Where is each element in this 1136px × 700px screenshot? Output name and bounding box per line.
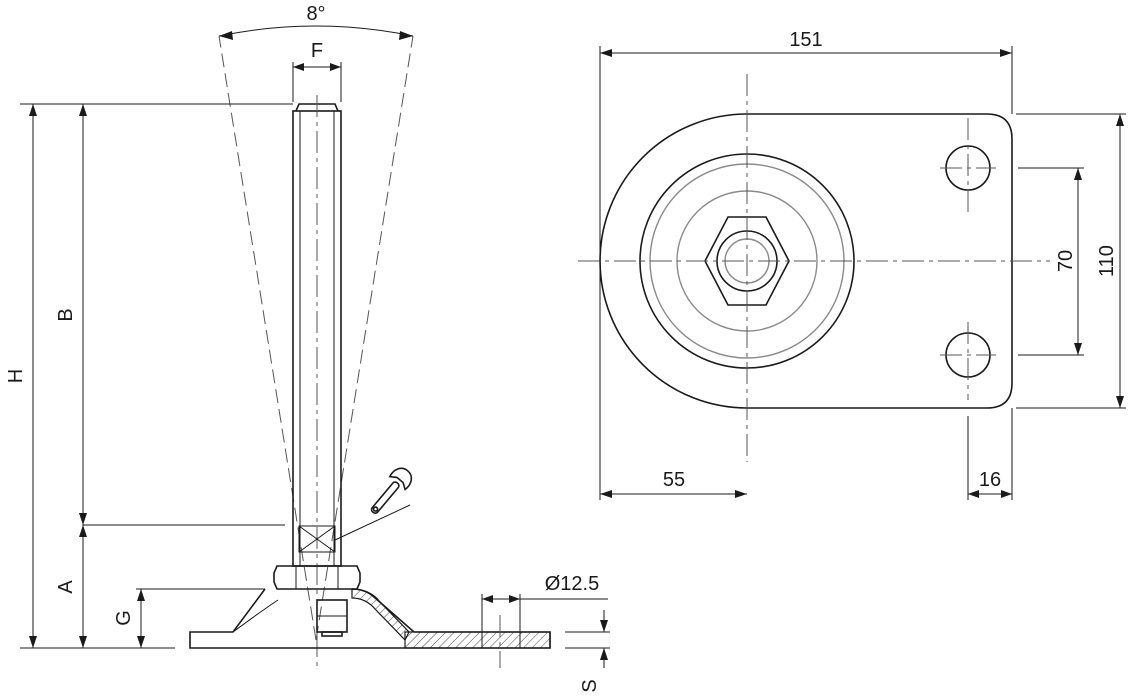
overall-height-dimension: H	[5, 103, 293, 649]
plate-outline	[599, 113, 1013, 409]
edge-to-hole-label: 16	[979, 469, 1001, 491]
top-view: 151 55 16 70	[578, 29, 1126, 500]
overall-height-label: H	[5, 369, 27, 383]
top-center-lines	[578, 74, 1050, 462]
bolt-holes	[940, 118, 996, 400]
base-plate	[189, 588, 551, 668]
base-height-dimension: A	[55, 525, 87, 648]
plate-depth-label: 110	[1096, 245, 1118, 277]
angle-dimension: 8°	[218, 3, 414, 40]
hole-spacing-dimension: 70	[1018, 167, 1084, 356]
plate-width-dimension: 151	[599, 29, 1013, 500]
edge-to-hole-dimension: 16	[967, 408, 1013, 500]
thread-width-dimension: F	[292, 40, 342, 102]
plate-thickness-dimension: S	[565, 610, 610, 693]
hole-center-offset-dimension: 55	[600, 469, 747, 498]
thread-width-label: F	[311, 40, 323, 62]
plate-width-label: 151	[789, 29, 822, 51]
ground-clearance-label: G	[113, 610, 135, 626]
threaded-rod	[292, 95, 342, 668]
side-view: 8° F	[5, 3, 610, 693]
wrench-flat	[298, 504, 411, 553]
wrench-icon	[370, 467, 413, 514]
hole-spacing-label: 70	[1055, 250, 1077, 272]
plate-depth-dimension: 110	[1016, 113, 1126, 409]
lower-stud	[316, 599, 348, 637]
thread-length-dimension: B	[55, 104, 285, 526]
hole-diameter-dimension: Ø12.5	[481, 573, 608, 632]
ground-clearance-dimension: G	[113, 588, 265, 648]
thread-length-label: B	[55, 308, 77, 321]
hole-diameter-label: Ø12.5	[545, 573, 599, 595]
base-height-label: A	[55, 580, 77, 594]
hole-center-offset-label: 55	[663, 469, 685, 491]
plate-thickness-label: S	[579, 679, 601, 692]
tilt-cone	[218, 35, 414, 641]
angle-label: 8°	[306, 3, 325, 25]
